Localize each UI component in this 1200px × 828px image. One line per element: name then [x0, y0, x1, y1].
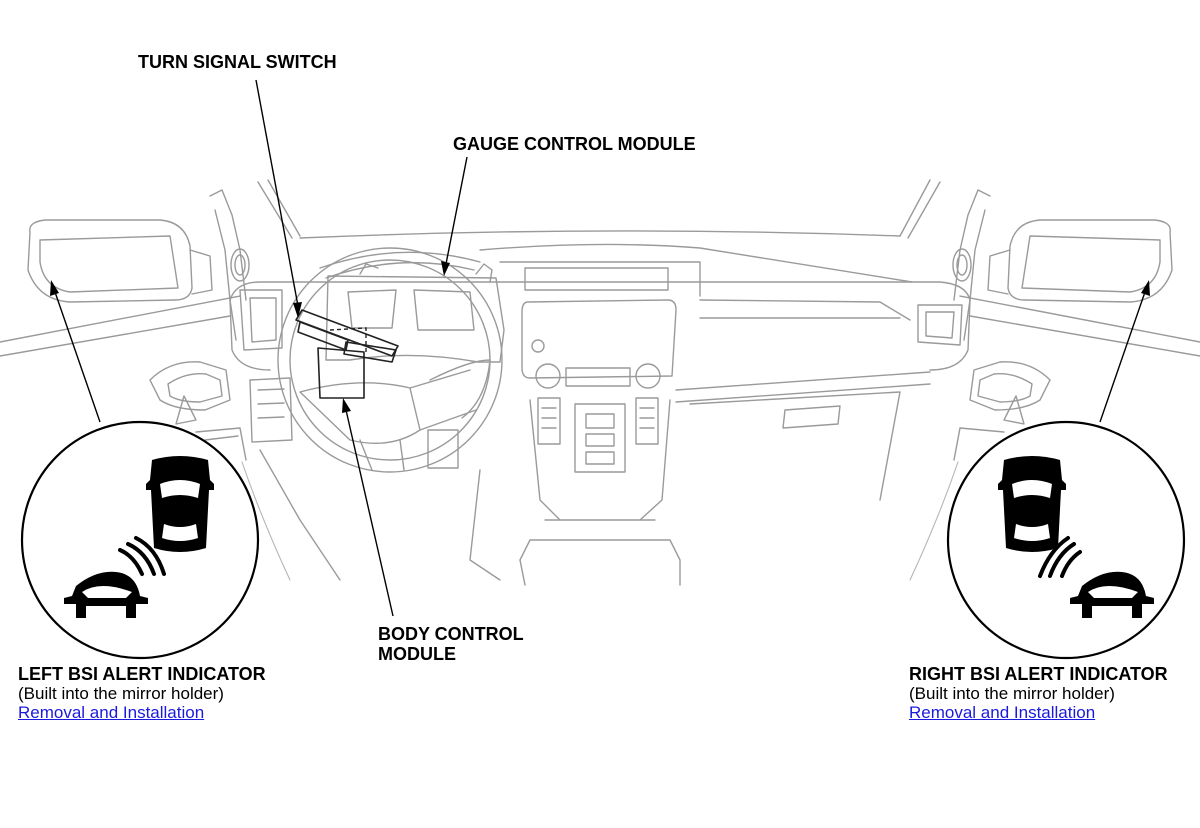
steering-wheel-drawing [277, 247, 505, 473]
right-removal-installation-link[interactable]: Removal and Installation [909, 703, 1096, 722]
turn-signal-switch-part [295, 309, 399, 363]
left-removal-installation-link[interactable]: Removal and Installation [18, 703, 205, 722]
right-bsi-alert-icon [946, 420, 1186, 660]
body-control-module-part [317, 327, 367, 399]
left-door-drawing [0, 189, 291, 581]
body-control-module-label-line1: BODY CONTROL [378, 624, 524, 644]
dashboard-drawing [229, 243, 971, 586]
left-indicator-title: LEFT BSI ALERT INDICATOR [18, 664, 266, 684]
windshield-frame [257, 179, 941, 239]
body-control-module-label-line2: MODULE [378, 644, 456, 664]
right-door-drawing [909, 189, 1200, 581]
gauge-control-module-label: GAUGE CONTROL MODULE [453, 134, 696, 154]
leader-lines [50, 79, 1150, 617]
left-indicator-note: (Built into the mirror holder) [18, 684, 224, 703]
turn-signal-switch-label: TURN SIGNAL SWITCH [138, 52, 337, 72]
right-indicator-title: RIGHT BSI ALERT INDICATOR [909, 664, 1168, 684]
right-indicator-note: (Built into the mirror holder) [909, 684, 1115, 703]
left-bsi-alert-icon [20, 420, 260, 660]
